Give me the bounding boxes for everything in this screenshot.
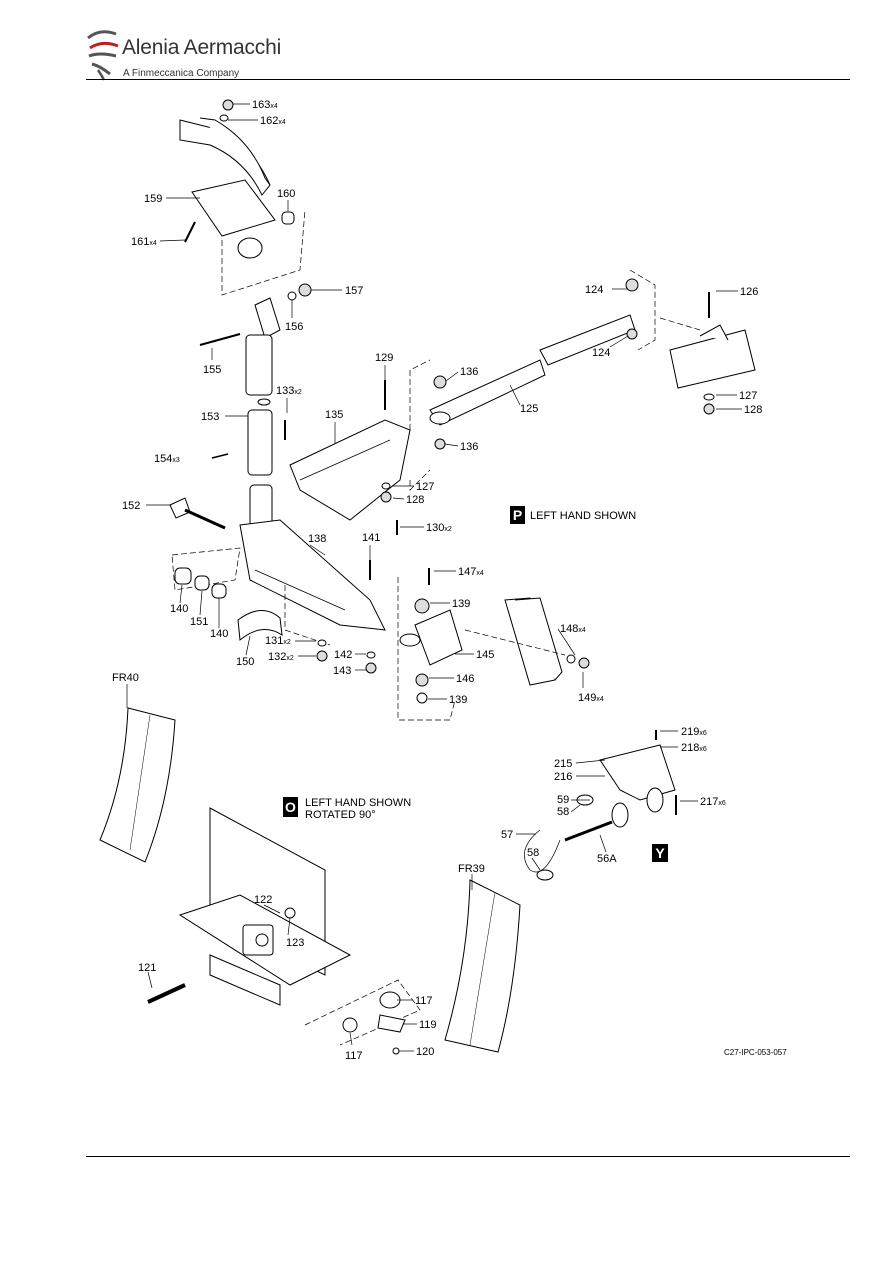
frame-fr40 <box>99 707 176 863</box>
callout-127b: 127 <box>416 481 434 493</box>
frame-fr39 <box>444 879 521 1053</box>
callout-56a: 56A <box>597 853 617 865</box>
callout-139a: 139 <box>452 598 470 610</box>
callout-138: 138 <box>308 533 326 545</box>
callout-124a: 124 <box>585 284 603 296</box>
callout-140b: 140 <box>210 628 228 640</box>
view-y-label: Y <box>652 844 668 862</box>
view-o-label: O LEFT HAND SHOWN ROTATED 90° <box>283 797 411 821</box>
callout-127a: 127 <box>739 390 757 402</box>
frame-fr40-label: FR40 <box>112 672 139 684</box>
callout-157: 157 <box>345 285 363 297</box>
callout-215: 215 <box>554 758 572 770</box>
callout-117a: 117 <box>415 995 433 1007</box>
callout-136b: 136 <box>460 441 478 453</box>
callout-156: 156 <box>285 321 303 333</box>
frame-fr39-label: FR39 <box>458 863 485 875</box>
callout-139b: 139 <box>449 694 467 706</box>
callout-131: 131x2 <box>265 635 291 647</box>
footer-rule <box>86 1156 850 1157</box>
logo-swoosh-icon <box>87 30 119 81</box>
callout-59: 59 <box>557 794 569 806</box>
view-y-letter: Y <box>655 845 665 861</box>
arm-138 <box>169 484 386 674</box>
fitting-145 <box>397 568 590 721</box>
bolt-161 <box>184 221 196 243</box>
callout-154: 154x3 <box>154 453 180 465</box>
leader-lines <box>126 103 742 1052</box>
callout-128b: 128 <box>406 494 424 506</box>
detail-y-assembly <box>524 730 677 881</box>
callout-140a: 140 <box>170 603 188 615</box>
callout-149: 149x4 <box>578 692 604 704</box>
callout-120: 120 <box>416 1046 434 1058</box>
callout-218: 218x6 <box>681 742 707 754</box>
callout-159: 159 <box>144 193 162 205</box>
callout-labels: 163x4 162x4 159 160 161x4 157 156 155 13… <box>122 99 762 1062</box>
callout-121: 121 <box>138 962 156 974</box>
callout-130: 130x2 <box>426 522 452 534</box>
callout-122: 122 <box>254 894 272 906</box>
company-name: Alenia Aermacchi <box>122 36 282 59</box>
callout-125: 125 <box>520 403 538 415</box>
callout-129: 129 <box>375 352 393 364</box>
callout-219: 219x6 <box>681 726 707 738</box>
view-p-label: P LEFT HAND SHOWN <box>510 506 636 524</box>
callout-145: 145 <box>476 649 494 661</box>
callout-150: 150 <box>236 656 254 668</box>
callout-58b: 58 <box>527 847 539 859</box>
callout-147: 147x4 <box>458 566 484 578</box>
callout-161: 161x4 <box>131 236 157 248</box>
nut-163 <box>222 99 234 111</box>
callout-117b: 117 <box>345 1050 363 1062</box>
channel-bracket-159 <box>179 117 306 296</box>
company-subtitle: A Finmeccanica Company <box>123 68 240 79</box>
callout-162: 162x4 <box>260 115 286 127</box>
callout-148: 148x4 <box>560 623 586 635</box>
company-logo: Alenia Aermacchi A Finmeccanica Company <box>86 26 286 82</box>
figure-reference: C27-IPC-053-057 <box>724 1048 787 1057</box>
header-rule <box>86 79 850 80</box>
clevis-tube-assembly <box>199 283 312 476</box>
bushing-160 <box>281 211 295 225</box>
callout-133: 133x2 <box>276 385 302 397</box>
view-o-note-line1: LEFT HAND SHOWN <box>305 797 411 809</box>
callout-146: 146 <box>456 673 474 685</box>
callout-151: 151 <box>190 616 208 628</box>
callout-132: 132x2 <box>268 651 294 663</box>
callout-136a: 136 <box>460 366 478 378</box>
callout-126: 126 <box>740 286 758 298</box>
callout-160: 160 <box>277 188 295 200</box>
view-o-note-line2: ROTATED 90° <box>305 809 376 821</box>
rod-125 <box>429 269 656 450</box>
callout-123: 123 <box>286 937 304 949</box>
callout-152: 152 <box>122 500 140 512</box>
callout-58a: 58 <box>557 806 569 818</box>
view-o-bracket <box>147 807 421 1055</box>
bracket-135 <box>289 359 431 535</box>
callout-163: 163x4 <box>252 99 278 111</box>
callout-155: 155 <box>203 364 221 376</box>
washer-162 <box>219 114 229 122</box>
view-p-note: LEFT HAND SHOWN <box>530 510 636 522</box>
callout-124b: 124 <box>592 347 610 359</box>
callout-216: 216 <box>554 771 572 783</box>
callout-57: 57 <box>501 829 513 841</box>
view-p-letter: P <box>513 507 522 523</box>
callout-135: 135 <box>325 409 343 421</box>
view-o-letter: O <box>285 799 296 815</box>
plate-126 <box>659 292 756 415</box>
callout-119: 119 <box>419 1019 437 1031</box>
callout-128a: 128 <box>744 404 762 416</box>
callout-153: 153 <box>201 411 219 423</box>
callout-141: 141 <box>362 532 380 544</box>
callout-217: 217x6 <box>700 796 726 808</box>
callout-142: 142 <box>334 649 352 661</box>
callout-143: 143 <box>333 665 351 677</box>
